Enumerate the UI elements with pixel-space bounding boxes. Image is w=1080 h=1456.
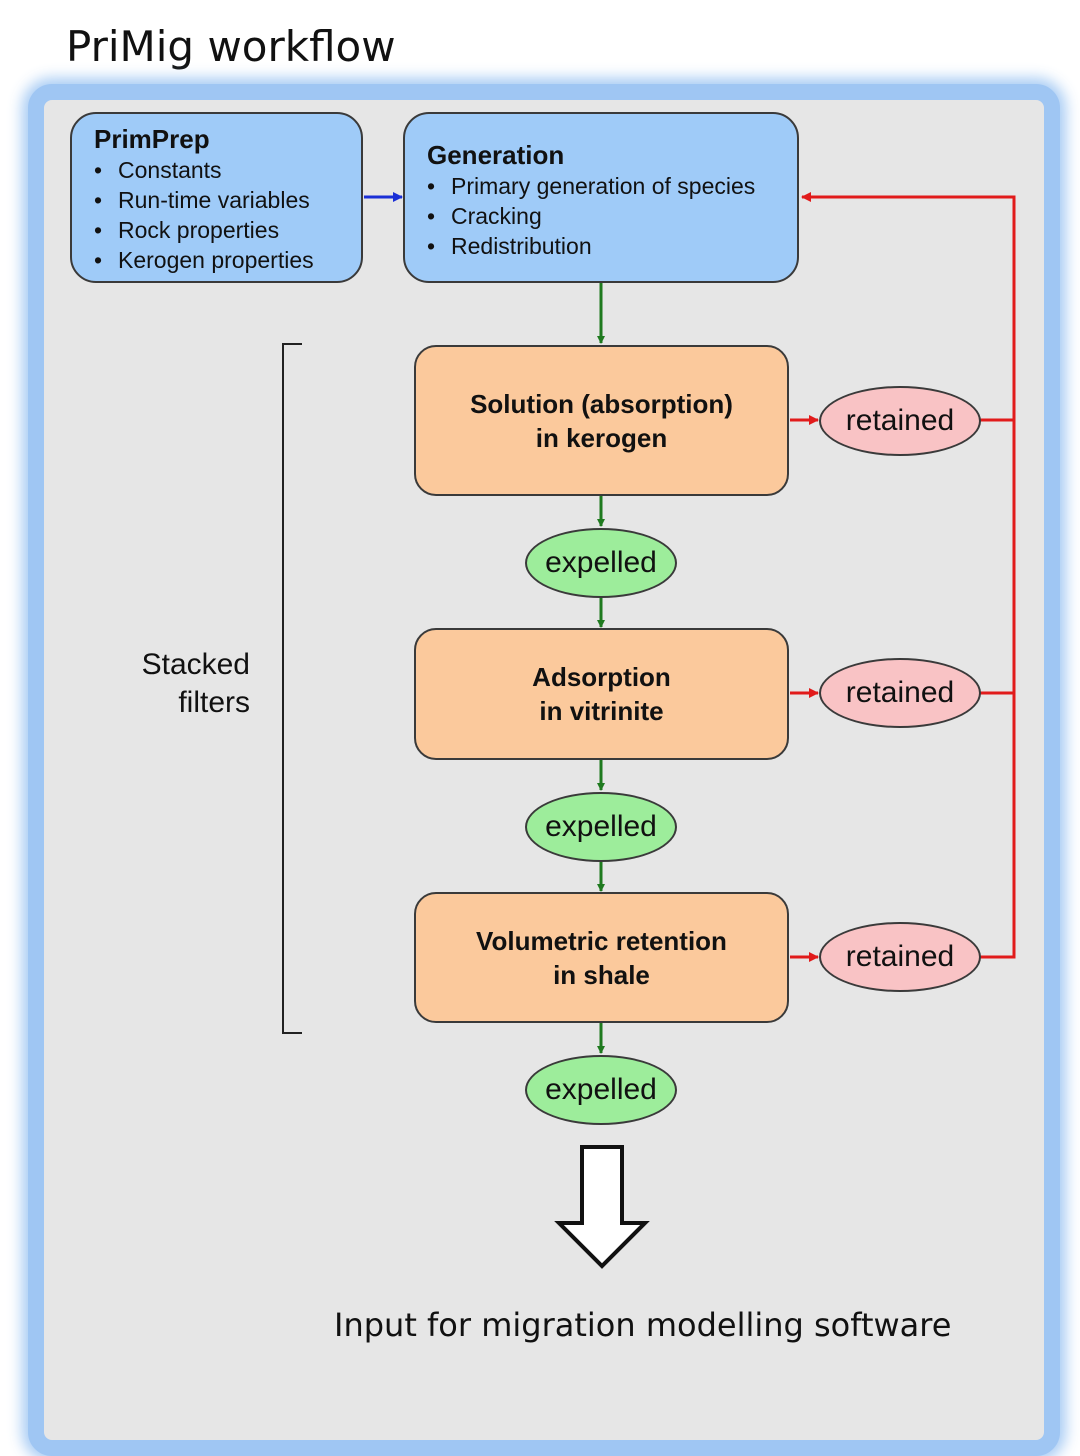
filter-box-solution: Solution (absorption) in kerogen [414,345,789,496]
filter-label: Solution (absorption) in kerogen [470,388,733,453]
output-arrow-icon [554,1145,650,1269]
list-item: •Kerogen properties [94,247,314,273]
filter-label: Volumetric retention in shale [476,925,727,990]
primprep-box: PrimPrep •Constants •Run-time variables … [70,112,363,283]
retained-oval: retained [819,386,981,456]
output-label: Input for migration modelling software [334,1306,952,1344]
generation-list: •Primary generation of species •Cracking… [427,171,797,261]
list-item: •Primary generation of species [427,173,756,199]
primprep-title: PrimPrep [94,124,210,154]
list-item: •Redistribution [427,233,592,259]
stacked-filters-label: Stacked filters [141,648,250,719]
list-item: •Run-time variables [94,187,310,213]
retained-oval: retained [819,922,981,992]
list-item: •Constants [94,157,222,183]
filter-box-adsorption: Adsorption in vitrinite [414,628,789,760]
generation-box: Generation •Primary generation of specie… [403,112,799,283]
feedback-loop-arrow [801,192,1016,959]
expelled-oval: expelled [525,528,677,598]
list-item: •Rock properties [94,217,280,243]
expelled-oval: expelled [525,1055,677,1125]
workflow-frame [28,84,1060,1456]
expelled-oval: expelled [525,792,677,862]
list-item: •Cracking [427,203,542,229]
primprep-list: •Constants •Run-time variables •Rock pro… [94,155,361,275]
page-title: PriMig workflow [66,22,396,71]
stacked-filters-bracket [282,343,302,1034]
filter-label: Adsorption in vitrinite [532,662,671,726]
filter-box-volumetric: Volumetric retention in shale [414,892,789,1023]
generation-title: Generation [427,140,565,170]
retained-oval: retained [819,658,981,728]
